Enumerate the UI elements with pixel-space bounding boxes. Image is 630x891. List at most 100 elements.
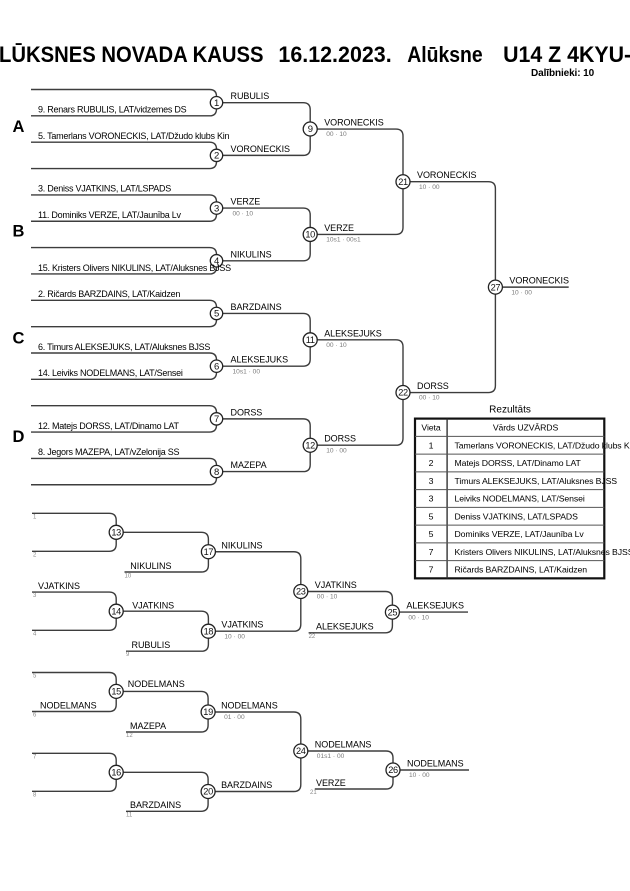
svg-text:Dalībnieki: 10: Dalībnieki: 10 bbox=[531, 68, 595, 79]
svg-text:6: 6 bbox=[214, 361, 219, 372]
svg-text:18: 18 bbox=[204, 626, 214, 636]
svg-text:16: 16 bbox=[111, 768, 121, 778]
svg-text:D: D bbox=[13, 428, 25, 446]
svg-text:17: 17 bbox=[204, 547, 214, 557]
svg-text:5: 5 bbox=[429, 529, 434, 539]
svg-text:21: 21 bbox=[310, 790, 317, 796]
svg-text:U14 Z 4KYU-: U14 Z 4KYU- bbox=[503, 42, 630, 67]
svg-text:00 · 10: 00 · 10 bbox=[326, 131, 347, 138]
svg-text:Vārds UZVĀRDS: Vārds UZVĀRDS bbox=[493, 423, 559, 433]
svg-text:4: 4 bbox=[33, 631, 37, 637]
svg-text:VERZE: VERZE bbox=[324, 223, 354, 233]
svg-text:3: 3 bbox=[214, 203, 219, 214]
svg-text:1: 1 bbox=[214, 98, 219, 109]
svg-text:10 · 00: 10 · 00 bbox=[224, 633, 245, 640]
svg-text:10: 10 bbox=[305, 230, 315, 240]
svg-text:2: 2 bbox=[429, 458, 434, 468]
svg-text:RUBULIS: RUBULIS bbox=[132, 640, 171, 650]
svg-text:7: 7 bbox=[33, 754, 37, 760]
svg-text:NIKULINS: NIKULINS bbox=[231, 249, 272, 259]
svg-text:27: 27 bbox=[491, 282, 501, 292]
svg-text:Alūksne: Alūksne bbox=[407, 42, 483, 67]
svg-text:VERZE: VERZE bbox=[316, 778, 346, 788]
svg-text:19: 19 bbox=[203, 707, 213, 717]
svg-text:VJATKINS: VJATKINS bbox=[315, 580, 357, 590]
svg-text:Tamerlans VORONECKIS, LAT/Džud: Tamerlans VORONECKIS, LAT/Džudo klubs Ki… bbox=[455, 440, 630, 450]
svg-text:26: 26 bbox=[388, 765, 398, 775]
svg-text:DORSS: DORSS bbox=[417, 381, 449, 391]
svg-text:NODELMANS: NODELMANS bbox=[407, 759, 464, 769]
svg-text:6: 6 bbox=[33, 713, 37, 719]
svg-text:8. Jegors MAZEPA, LAT/vZelonij: 8. Jegors MAZEPA, LAT/vZelonija SS bbox=[38, 447, 179, 457]
svg-text:NODELMANS: NODELMANS bbox=[221, 701, 278, 711]
svg-text:8: 8 bbox=[33, 792, 37, 798]
svg-text:11: 11 bbox=[306, 335, 315, 345]
svg-text:VORONECKIS: VORONECKIS bbox=[324, 118, 384, 128]
svg-text:C: C bbox=[13, 330, 25, 348]
svg-text:Matejs DORSS, LAT/Dinamo LAT: Matejs DORSS, LAT/Dinamo LAT bbox=[455, 458, 582, 468]
svg-text:NODELMANS: NODELMANS bbox=[40, 700, 97, 710]
svg-text:7: 7 bbox=[429, 547, 434, 557]
svg-text:8: 8 bbox=[214, 467, 219, 478]
svg-text:2: 2 bbox=[214, 151, 219, 162]
svg-text:BARZDAINS: BARZDAINS bbox=[221, 780, 272, 790]
svg-text:VJATKINS: VJATKINS bbox=[132, 600, 174, 610]
svg-text:NIKULINS: NIKULINS bbox=[221, 540, 262, 550]
svg-text:1: 1 bbox=[33, 514, 37, 520]
svg-text:24: 24 bbox=[296, 746, 306, 756]
svg-text:VORONECKIS: VORONECKIS bbox=[231, 144, 291, 154]
svg-text:VERZE: VERZE bbox=[231, 197, 261, 207]
svg-text:3: 3 bbox=[429, 494, 434, 504]
svg-text:00 · 10: 00 · 10 bbox=[326, 342, 347, 349]
svg-text:5: 5 bbox=[33, 674, 37, 680]
svg-text:ALEKSEJUKS: ALEKSEJUKS bbox=[406, 601, 464, 611]
svg-text:21: 21 bbox=[398, 177, 408, 187]
svg-text:VORONECKIS: VORONECKIS bbox=[417, 170, 477, 180]
svg-text:10 · 00: 10 · 00 bbox=[409, 772, 430, 779]
svg-text:DORSS: DORSS bbox=[324, 434, 356, 444]
svg-text:3: 3 bbox=[33, 593, 37, 599]
svg-text:01s1 · 00: 01s1 · 00 bbox=[317, 753, 345, 760]
svg-text:VJATKINS: VJATKINS bbox=[38, 581, 80, 591]
svg-text:LŪKSNES NOVADA KAUSS: LŪKSNES NOVADA KAUSS bbox=[0, 42, 264, 67]
svg-text:15: 15 bbox=[111, 687, 121, 697]
svg-text:00 · 10: 00 · 10 bbox=[419, 395, 440, 402]
svg-text:00 · 10: 00 · 10 bbox=[408, 614, 429, 621]
svg-text:10 · 00: 10 · 00 bbox=[511, 289, 532, 296]
svg-text:00 · 10: 00 · 10 bbox=[233, 210, 254, 217]
svg-text:ALEKSEJUKS: ALEKSEJUKS bbox=[316, 622, 374, 632]
svg-text:5. Tamerlans VORONECKIS, LAT/D: 5. Tamerlans VORONECKIS, LAT/Džudo klubs… bbox=[38, 131, 229, 141]
svg-text:14. Leiviks NODELMANS, LAT/Sen: 14. Leiviks NODELMANS, LAT/Sensei bbox=[38, 368, 183, 378]
svg-text:9. Renars RUBULIS, LAT/vidzeme: 9. Renars RUBULIS, LAT/vidzemes DS bbox=[38, 105, 187, 115]
svg-text:ALEKSEJUKS: ALEKSEJUKS bbox=[231, 355, 289, 365]
svg-text:Ričards BARZDAINS, LAT/Kaidzen: Ričards BARZDAINS, LAT/Kaidzen bbox=[455, 565, 588, 575]
svg-text:RUBULIS: RUBULIS bbox=[231, 91, 270, 101]
svg-text:Kristers Olivers NIKULINS, LAT: Kristers Olivers NIKULINS, LAT/Aluksnes … bbox=[455, 547, 630, 557]
svg-text:22: 22 bbox=[309, 634, 316, 640]
svg-text:00 · 10: 00 · 10 bbox=[317, 594, 338, 601]
svg-text:11. Dominiks VERZE, LAT/Jaunīb: 11. Dominiks VERZE, LAT/Jaunība Lv bbox=[38, 210, 181, 220]
svg-text:7: 7 bbox=[429, 565, 434, 575]
svg-text:Deniss VJATKINS, LAT/LSPADS: Deniss VJATKINS, LAT/LSPADS bbox=[455, 511, 579, 521]
svg-text:VJATKINS: VJATKINS bbox=[221, 620, 263, 630]
svg-text:Dominiks VERZE, LAT/Jaunība Lv: Dominiks VERZE, LAT/Jaunība Lv bbox=[455, 529, 585, 539]
svg-text:25: 25 bbox=[388, 607, 398, 617]
svg-text:Leiviks NODELMANS, LAT/Sensei: Leiviks NODELMANS, LAT/Sensei bbox=[455, 494, 585, 504]
svg-text:22: 22 bbox=[398, 388, 408, 398]
svg-text:5: 5 bbox=[429, 511, 434, 521]
svg-text:10: 10 bbox=[125, 574, 132, 580]
svg-text:2: 2 bbox=[33, 552, 37, 558]
svg-text:Timurs ALEKSEJUKS, LAT/Aluksne: Timurs ALEKSEJUKS, LAT/Aluksnes BJSS bbox=[455, 476, 618, 486]
svg-text:5: 5 bbox=[214, 309, 219, 320]
svg-text:15. Kristers Olivers NIKULINS,: 15. Kristers Olivers NIKULINS, LAT/Aluks… bbox=[38, 263, 231, 273]
svg-text:23: 23 bbox=[296, 587, 306, 597]
svg-text:Rezultāts: Rezultāts bbox=[489, 405, 531, 416]
svg-text:12: 12 bbox=[305, 440, 315, 450]
svg-text:BARZDAINS: BARZDAINS bbox=[130, 800, 181, 810]
svg-text:MAZEPA: MAZEPA bbox=[130, 721, 166, 731]
svg-text:10 · 00: 10 · 00 bbox=[419, 184, 440, 191]
svg-text:11: 11 bbox=[126, 812, 133, 818]
svg-text:7: 7 bbox=[214, 414, 219, 425]
svg-text:13: 13 bbox=[111, 528, 121, 538]
svg-text:NODELMANS: NODELMANS bbox=[128, 679, 185, 689]
